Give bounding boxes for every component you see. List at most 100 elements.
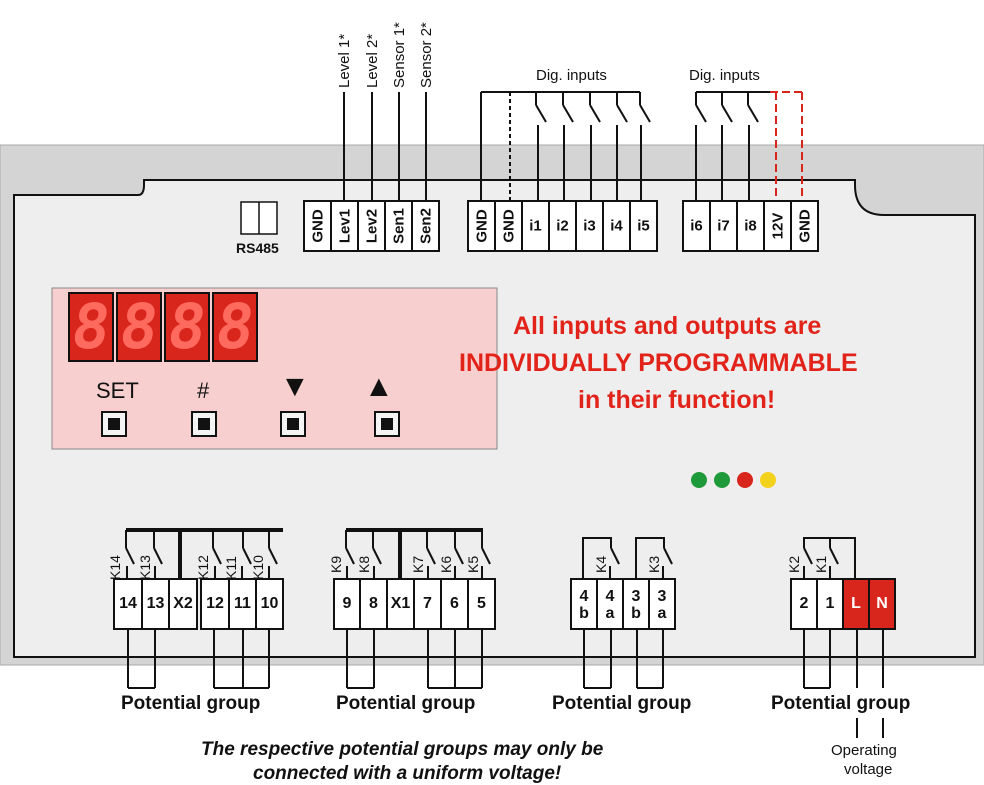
terminal-num: 4 <box>605 588 615 605</box>
potential-group-label-1: Potential group <box>121 693 261 714</box>
terminal-sen1: Sen1 <box>384 200 413 252</box>
terminal-7: 7 <box>413 578 442 630</box>
terminal-label: Sen2 <box>417 208 434 244</box>
status-led <box>760 472 776 488</box>
terminal-label: 12V <box>769 212 786 240</box>
terminal-n: N <box>868 578 896 630</box>
relay-k10: K10 <box>250 555 266 580</box>
terminal-label: i4 <box>610 217 623 235</box>
terminal-gnd-b1: GND <box>467 200 496 252</box>
footer-line1: The respective potential groups may only… <box>201 739 604 760</box>
relay-k5: K5 <box>465 555 481 573</box>
terminal-label: i2 <box>556 217 569 235</box>
display-digit: 8 <box>211 290 259 363</box>
relay-k11: K11 <box>223 556 239 580</box>
set-button[interactable] <box>101 411 127 437</box>
label-dig-inputs-2: Dig. inputs <box>689 67 760 84</box>
terminal-i7: i7 <box>709 200 738 252</box>
terminal-2: 2 <box>790 578 818 630</box>
terminal-label: i8 <box>744 217 757 235</box>
relay-k7: K7 <box>410 555 426 573</box>
status-led <box>691 472 707 488</box>
terminal-label: i6 <box>690 217 703 235</box>
terminal-5: 5 <box>467 578 496 630</box>
terminal-x1: X1 <box>386 578 415 630</box>
terminal-label: GND <box>500 209 517 243</box>
label-level2: Level 2* <box>364 33 381 88</box>
digit-value: 8 <box>211 290 259 363</box>
terminal-lev2: Lev2 <box>357 200 386 252</box>
terminal-9: 9 <box>333 578 361 630</box>
terminal-label: i1 <box>529 217 542 235</box>
terminal-i1: i1 <box>521 200 550 252</box>
potential-group-label-4: Potential group <box>771 693 911 714</box>
operating-voltage-line1: Operating <box>831 742 897 759</box>
terminal-gnd-a: GND <box>303 200 332 252</box>
terminal-sub: b <box>579 605 589 622</box>
notice-line1: All inputs and outputs are <box>513 312 822 340</box>
terminal-num: 4 <box>579 588 589 605</box>
relay-k14: K14 <box>107 555 123 580</box>
relay-k6: K6 <box>438 555 454 573</box>
terminal-sub: a <box>605 605 615 622</box>
terminal-1: 1 <box>816 578 844 630</box>
terminal-i6: i6 <box>682 200 711 252</box>
display-digit: 8 <box>163 290 211 363</box>
potential-group-label-3: Potential group <box>552 693 692 714</box>
terminal-13: 13 <box>141 578 170 630</box>
hash-label: # <box>197 378 210 403</box>
terminal-i5: i5 <box>629 200 658 252</box>
terminal-4b: 4 b <box>570 578 598 630</box>
status-led <box>737 472 753 488</box>
footer-line2: connected with a uniform voltage! <box>253 763 562 784</box>
label-dig-inputs-1: Dig. inputs <box>536 67 607 84</box>
relay-k4: K4 <box>593 555 609 573</box>
digit-value: 8 <box>163 290 211 363</box>
label-sensor1: Sensor 1* <box>391 22 408 88</box>
terminal-sub: a <box>657 605 667 622</box>
terminal-12v: 12V <box>763 200 792 252</box>
terminal-10: 10 <box>255 578 284 630</box>
terminal-num: 3 <box>657 588 667 605</box>
potential-group-label-2: Potential group <box>336 693 476 714</box>
notice-line2: INDIVIDUALLY PROGRAMMABLE <box>459 349 858 377</box>
terminal-i2: i2 <box>548 200 577 252</box>
terminal-label: GND <box>309 209 326 243</box>
display-digit: 8 <box>115 290 163 363</box>
display-digit: 8 <box>67 290 115 363</box>
terminal-lev1: Lev1 <box>330 200 359 252</box>
terminal-3a: 3 a <box>648 578 676 630</box>
terminal-label: Sen1 <box>390 208 407 244</box>
label-level1: Level 1* <box>336 33 353 88</box>
digit-value: 8 <box>115 290 163 363</box>
terminal-sen2: Sen2 <box>411 200 440 252</box>
down-button[interactable] <box>280 411 306 437</box>
relay-k8: K8 <box>356 555 372 573</box>
up-button[interactable] <box>374 411 400 437</box>
terminal-6: 6 <box>440 578 469 630</box>
terminal-label: GND <box>796 209 813 243</box>
terminal-label: i3 <box>583 217 596 235</box>
digit-value: 8 <box>67 290 115 363</box>
terminal-3b: 3 b <box>622 578 650 630</box>
set-label: SET <box>96 378 139 403</box>
hash-button[interactable] <box>191 411 217 437</box>
terminal-num: 3 <box>631 588 641 605</box>
terminal-gnd-b2: GND <box>494 200 523 252</box>
terminal-label: i5 <box>637 217 650 235</box>
terminal-i3: i3 <box>575 200 604 252</box>
relay-k2: K2 <box>786 555 802 573</box>
terminal-8: 8 <box>359 578 388 630</box>
terminal-12: 12 <box>200 578 230 630</box>
rs485-label: RS485 <box>236 240 279 256</box>
terminal-label: GND <box>473 209 490 243</box>
relay-k12: K12 <box>195 555 211 580</box>
status-led <box>714 472 730 488</box>
terminal-label: i7 <box>717 217 730 235</box>
down-arrow-icon: ▼ <box>280 370 310 403</box>
relay-k3: K3 <box>646 555 662 573</box>
up-arrow-icon: ▲ <box>364 370 394 403</box>
terminal-14: 14 <box>113 578 143 630</box>
